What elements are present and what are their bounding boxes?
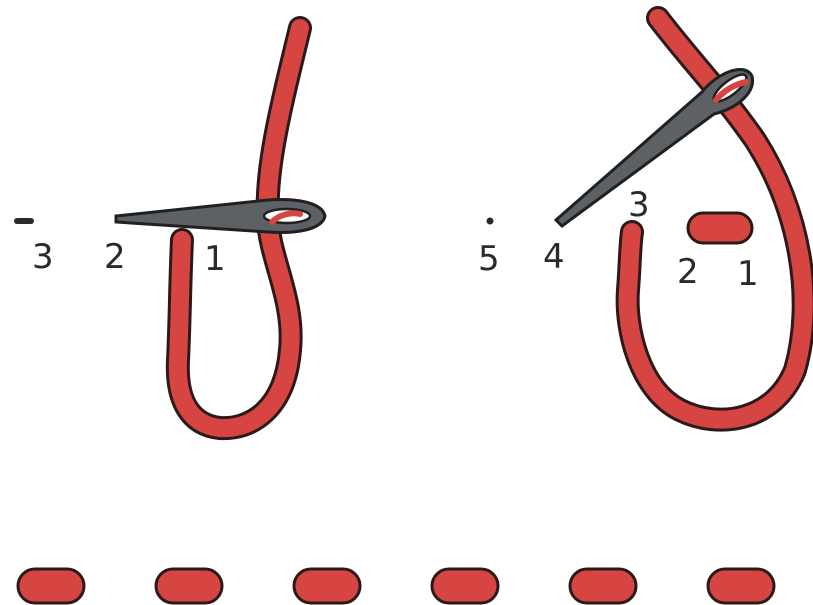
finished-stitch: [18, 569, 84, 603]
finished-stitch: [294, 569, 360, 603]
finished-stitch: [570, 569, 636, 603]
finished-stitch: [432, 569, 498, 603]
left-label-3: 3: [32, 237, 54, 277]
right-dot-5: [487, 218, 494, 225]
left-needle: [116, 200, 325, 233]
left-label-1: 1: [204, 239, 226, 279]
left-mark-3: [14, 218, 34, 224]
finished-stitch: [156, 569, 222, 603]
right-step: 5 4 3 2 1: [478, 18, 804, 420]
left-label-2: 2: [104, 237, 126, 277]
right-label-2: 2: [677, 252, 699, 292]
right-label-4: 4: [543, 237, 565, 277]
finished-stitch: [708, 569, 774, 603]
right-label-1: 1: [737, 254, 759, 294]
right-label-5: 5: [478, 239, 500, 279]
left-step: 3 2 1: [14, 28, 325, 428]
right-label-3: 3: [628, 185, 650, 225]
finished-stitch-row: [18, 569, 774, 603]
right-stitch: [688, 213, 752, 243]
right-needle: [556, 69, 753, 226]
